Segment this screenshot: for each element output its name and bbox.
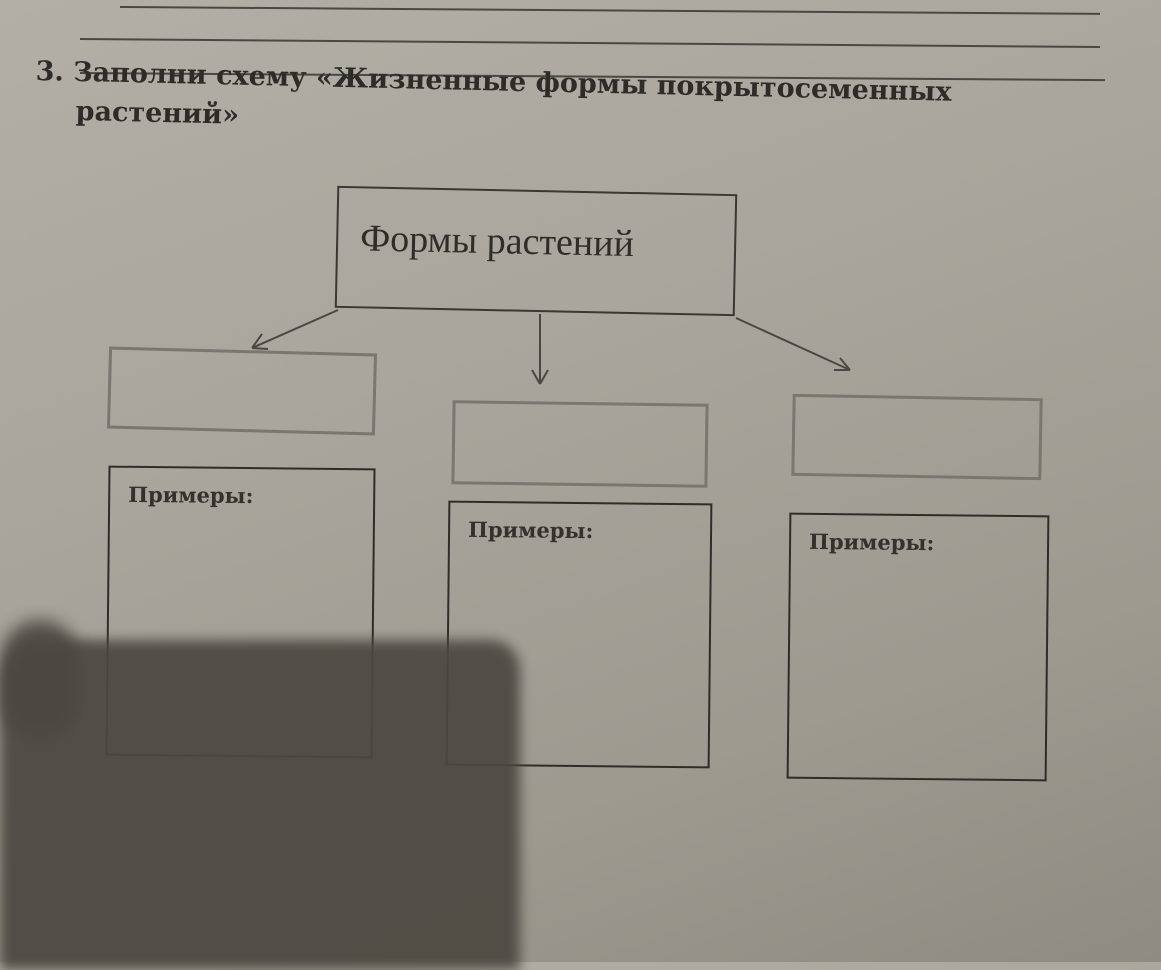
category-box-3[interactable] [791,393,1043,481]
examples-box-3[interactable]: Примеры: [786,512,1050,782]
category-box-2[interactable] [451,400,709,488]
examples-label: Примеры: [467,516,594,544]
arrow-right [735,317,851,371]
category-box-1[interactable] [106,346,378,436]
examples-label: Примеры: [808,528,935,556]
hand-shadow [0,640,520,970]
arrow-middle [531,314,549,385]
examples-label: Примеры: [128,481,254,509]
arrow-left [251,309,339,350]
